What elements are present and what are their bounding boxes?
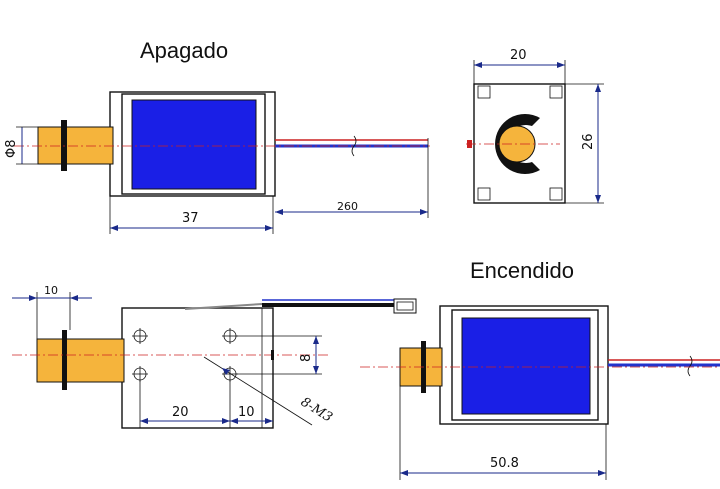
arrow [222, 368, 230, 375]
dim-label-8: 8 [299, 354, 314, 362]
arrow [313, 336, 319, 344]
arrow [265, 225, 273, 231]
connector-inner [396, 301, 414, 311]
thread-leader [203, 356, 313, 426]
wire-break-mark [351, 135, 357, 157]
wire-break-mark [687, 355, 693, 377]
corner-notch [477, 187, 491, 201]
arrow [474, 62, 482, 68]
title-apagado: Apagado [140, 38, 228, 63]
arrow [222, 418, 230, 424]
arrow [265, 418, 273, 424]
title-encendido: Encendido [470, 258, 574, 283]
front-view: 20 26 [466, 48, 604, 204]
mounting-view: 10 8 20 10 8-M3 [12, 284, 417, 429]
arrow [420, 209, 428, 215]
coil [131, 99, 257, 190]
arrow [557, 62, 565, 68]
bottom-collar [62, 330, 67, 390]
corner-notch [477, 85, 491, 99]
dim-label-10-bottom: 10 [238, 405, 255, 420]
dim-label-10-top: 10 [44, 284, 58, 297]
dim-label-37: 37 [182, 211, 199, 226]
dim-label-20-holes: 20 [172, 405, 189, 420]
wire-grey [184, 303, 263, 310]
arrow [29, 295, 37, 301]
arrow [70, 295, 78, 301]
arrow [400, 470, 408, 476]
arrow [275, 209, 283, 215]
plate-tab [271, 350, 274, 360]
corner-notch [549, 85, 563, 99]
dim-label-260: 260 [337, 200, 358, 213]
arrow [598, 470, 606, 476]
dim-label-phi8: Φ8 [4, 139, 19, 158]
dim-label-26: 26 [581, 133, 596, 150]
base-plate [121, 307, 274, 429]
arrow [230, 418, 238, 424]
dim-label-20-front: 20 [510, 48, 527, 63]
on-coil [461, 317, 591, 415]
dim-label-508: 50.8 [490, 456, 519, 471]
dim-label-8m3: 8-M3 [298, 395, 335, 426]
wire-exit [467, 140, 472, 148]
bottom-plunger [36, 338, 125, 383]
corner-notch [549, 187, 563, 201]
encendido-view: Encendido 50.8 [360, 258, 720, 480]
arrow [110, 225, 118, 231]
apagado-view: Apagado Φ8 37 260 [4, 38, 430, 234]
arrow [595, 84, 601, 92]
connector [393, 298, 417, 314]
arrow [313, 366, 319, 374]
arrow [140, 418, 148, 424]
plunger [37, 126, 114, 165]
arrow [595, 195, 601, 203]
plunger-collar [61, 120, 67, 171]
